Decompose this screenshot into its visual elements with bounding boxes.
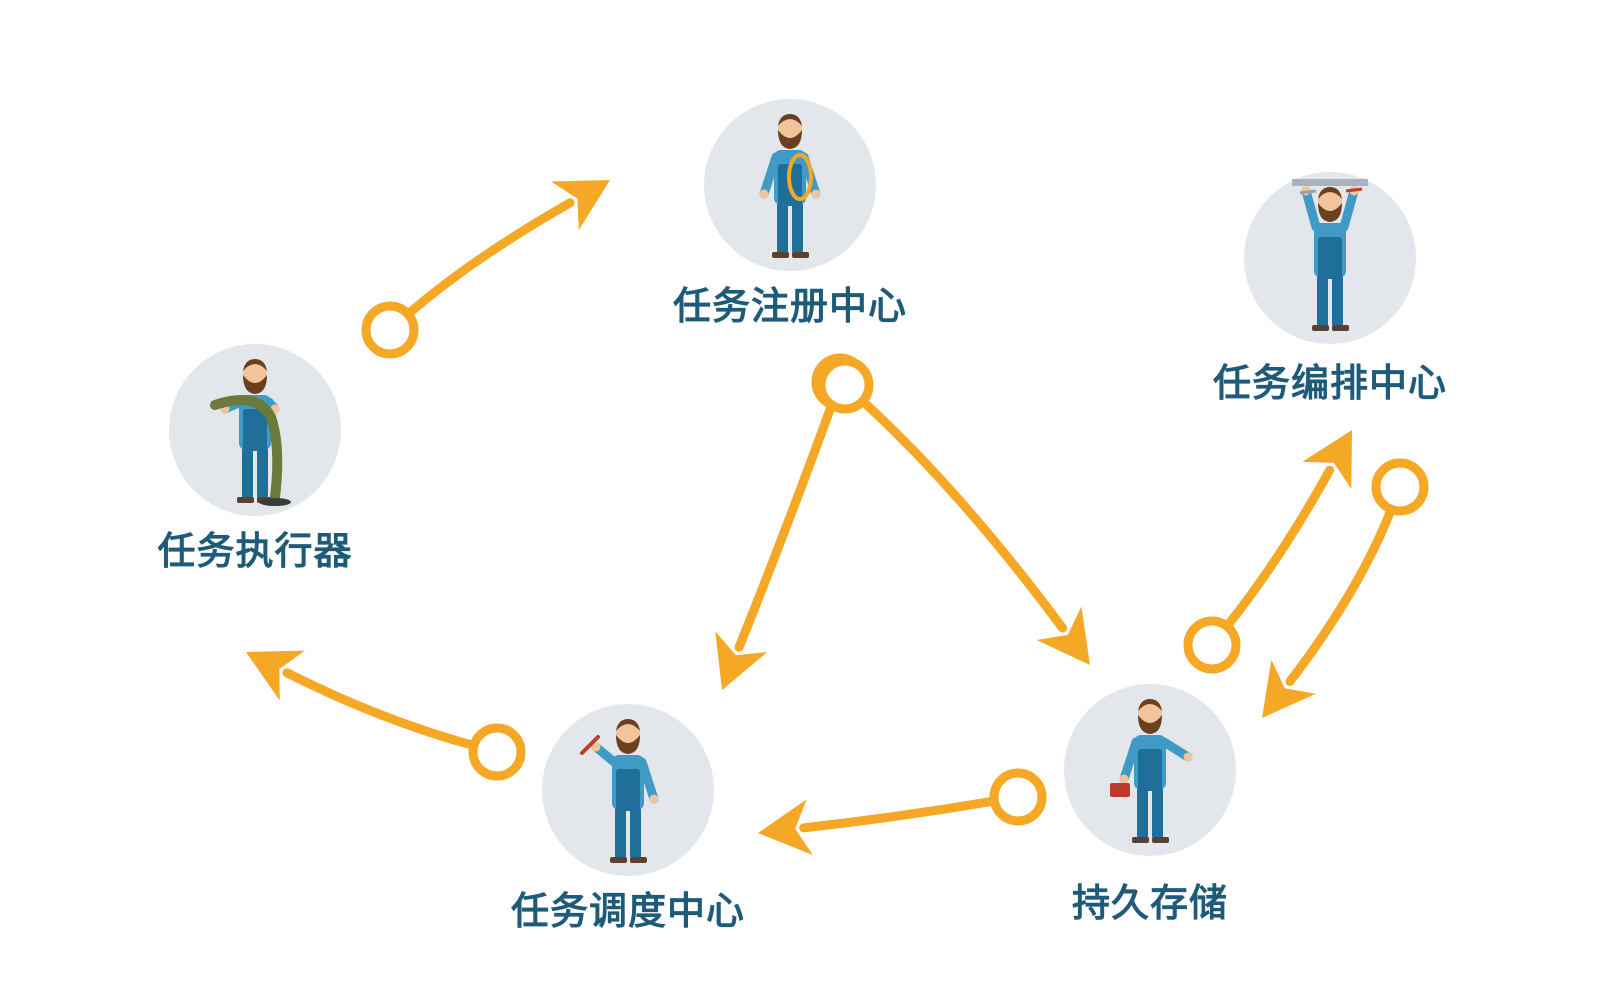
arrow-scheduler-to-executor [246, 650, 526, 781]
rope [787, 153, 813, 201]
arrow-origin-ring [361, 301, 419, 359]
shoe-left [1312, 325, 1329, 331]
arrow-head [1262, 659, 1316, 718]
leg-right [792, 202, 803, 254]
arrow-head [246, 650, 306, 701]
arm-left [1119, 737, 1141, 784]
arm-right [1159, 737, 1193, 762]
leg-right [1332, 275, 1343, 327]
toolbox [1110, 783, 1130, 797]
leg-right [257, 447, 268, 499]
arrow-executor-to-registry [361, 180, 610, 359]
arrow-head [715, 631, 768, 690]
registry-label: 任务注册中心 [672, 284, 908, 328]
arrow-shaft [282, 668, 481, 751]
arrow-head [1302, 430, 1352, 490]
storage-label: 持久存储 [1071, 881, 1229, 925]
arrow-registry-to-storage [816, 356, 1090, 665]
beard [778, 130, 802, 149]
arrow-head [1036, 606, 1090, 665]
arm-left [1301, 186, 1321, 232]
arrow-origin-ring [989, 768, 1047, 826]
shoe-left [610, 857, 627, 863]
hand-left [759, 189, 769, 199]
arm-right [1339, 186, 1359, 232]
arrow-shaft [1285, 503, 1397, 686]
arrow-shaft [1221, 465, 1335, 633]
arrow-storage-to-orchestration [1183, 430, 1352, 674]
wrench-left [1299, 189, 1317, 195]
arrow-origin-ring [816, 356, 874, 414]
hair [1318, 187, 1342, 199]
worker-with-wrench-icon [580, 719, 659, 863]
wrench-right [1345, 187, 1363, 193]
manhole [259, 498, 291, 506]
arrow-storage-to-scheduler [758, 768, 1047, 856]
leg-left [1137, 787, 1148, 839]
shoe-right [1152, 837, 1169, 843]
worker-with-toolbox-icon [1110, 699, 1193, 843]
leg-left [242, 447, 253, 499]
shoe-right [792, 252, 809, 258]
hand-right [811, 189, 821, 199]
hair [616, 719, 640, 731]
shoe-left [237, 497, 254, 503]
arrow-origin-ring [1183, 616, 1241, 674]
hand-left [1119, 774, 1129, 784]
leg-right [630, 807, 641, 859]
leg-right [1152, 787, 1163, 839]
shoe-left [1132, 837, 1149, 843]
arrow-shaft [856, 395, 1068, 633]
orchestration-label: 任务编排中心 [1212, 361, 1448, 405]
arrow-head [550, 180, 610, 231]
leg-left [615, 807, 626, 859]
executor-label: 任务执行器 [157, 529, 353, 573]
arrow-origin-ring [468, 723, 526, 781]
worker-lifting-pipe-icon [1292, 179, 1368, 331]
scheduler-label: 任务调度中心 [510, 889, 746, 933]
arm-right [637, 757, 659, 804]
leg-left [777, 202, 788, 254]
bib [616, 769, 640, 811]
hand-right [1183, 752, 1193, 762]
bib [1138, 749, 1162, 791]
hair [243, 359, 267, 371]
hair [778, 114, 802, 126]
arrow-head [758, 799, 813, 856]
wrench [580, 735, 600, 755]
worker-with-rope-icon [759, 114, 821, 258]
hair [1138, 699, 1162, 711]
hose [210, 395, 283, 502]
leg-left [1317, 275, 1328, 327]
hand-left [591, 742, 601, 752]
shoe-right [1332, 325, 1349, 331]
beard [616, 735, 640, 754]
bib [243, 409, 267, 451]
arm-left [759, 152, 781, 199]
arrow-origin-ring [1371, 458, 1429, 516]
arrow-shaft [799, 796, 1001, 833]
pipe [1292, 179, 1368, 186]
worker-with-hose-icon [210, 359, 291, 506]
arrow-shaft [734, 398, 838, 652]
hand-right [649, 794, 659, 804]
shoe-right [630, 857, 647, 863]
beard [1318, 203, 1342, 222]
shoe-left [772, 252, 789, 258]
arrow-orchestration-to-storage [1262, 458, 1429, 718]
beard [1138, 715, 1162, 734]
arrow-shaft [402, 198, 575, 321]
bib [1318, 237, 1342, 279]
beard [243, 375, 267, 394]
